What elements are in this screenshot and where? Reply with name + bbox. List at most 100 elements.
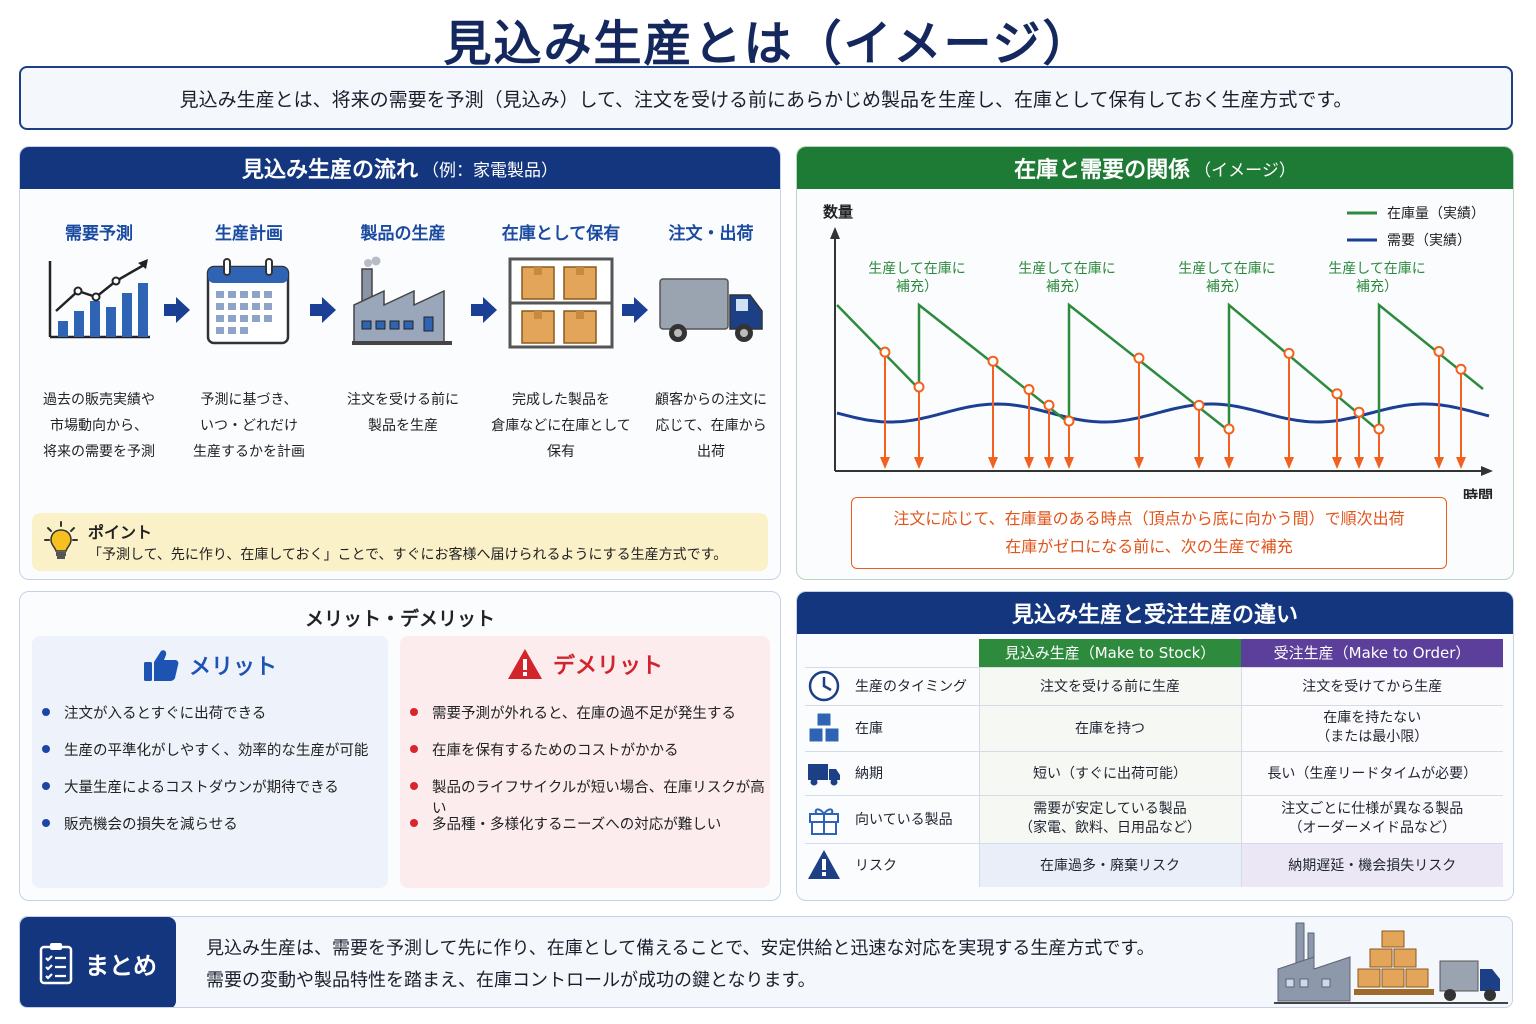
shipment-arrow-head (1044, 457, 1054, 469)
demerit-list: 需要予測が外れると、在庫の過不足が発生する 在庫を保有するためのコストがかかる … (410, 702, 770, 850)
x-axis-arrow-icon (1481, 466, 1493, 476)
row-label: 向いている製品 (805, 795, 980, 844)
row-label: 納期 (805, 751, 980, 796)
production-flow-panel: 見込み生産の流れ（例：家電製品） 需要予測 過去の販売実績や (19, 146, 781, 580)
cell-mto: 納期遅延・機会損失リスク (1241, 843, 1503, 887)
shipment-arrow-head (880, 457, 890, 469)
row-label-text: 納期 (855, 766, 883, 782)
table-header-mts: 見込み生産（Make to Stock） (979, 639, 1241, 668)
stock-heading-sub: （イメージ） (1194, 160, 1296, 181)
replenish-annotation: 生産して在庫に (868, 260, 966, 277)
shipment-arrow-head (1456, 457, 1466, 469)
row-label: 在庫 (805, 705, 980, 752)
step-desc: 顧客からの注文に 応じて、在庫から 出荷 (636, 387, 780, 465)
shipment-arrow-head (1434, 457, 1444, 469)
merit-item-text: 大量生産によるコストダウンが期待できる (64, 780, 339, 796)
table-row: 向いている製品 需要が安定している製品 （家電、飲料、日用品など） 注文ごとに仕… (805, 795, 1503, 844)
replenish-annotation: 生産して在庫に (1178, 260, 1276, 277)
shipment-arrow-head (1224, 457, 1234, 469)
step-desc-line: 応じて、在庫から (655, 418, 767, 434)
merit-item: 生産の平準化がしやすく、効率的な生産が可能 (42, 739, 368, 776)
warning-icon (507, 649, 542, 679)
warehouse-shelf-icon (506, 255, 616, 351)
demerit-header: デメリット (400, 648, 770, 680)
replenish-annotation: 生産して在庫に (1018, 260, 1116, 277)
shipment-point (1331, 388, 1343, 400)
row-label-text: 向いている製品 (855, 812, 953, 828)
flow-arrow-icon (471, 297, 497, 323)
intro-box: 見込み生産とは、将来の需要を予測（見込み）して、注文を受ける前にあらかじめ製品を… (19, 66, 1513, 130)
warning-icon (808, 850, 840, 880)
flow-panel-header: 見込み生産の流れ（例：家電製品） (20, 147, 780, 189)
cell-mts: 短い（すぐに出荷可能） (979, 751, 1242, 796)
demand-line (836, 402, 1490, 424)
row-label: リスク (805, 843, 980, 887)
cell-mts: 在庫を持つ (979, 705, 1242, 752)
step-desc: 注文を受ける前に 製品を生産 (328, 387, 478, 439)
summary-line: 見込み生産は、需要を予測して先に作り、在庫として備えることで、安定供給と迅速な対… (206, 938, 1155, 959)
shipment-arrow-head (1064, 457, 1074, 469)
step-desc-line: 保有 (547, 444, 575, 460)
table-header-row: 見込み生産（Make to Stock） 受注生産（Make to Order） (805, 639, 1503, 668)
step-desc-line: 製品を生産 (368, 418, 438, 434)
flow-arrow-icon (310, 297, 336, 323)
flow-step-shipping: 注文・出荷 顧客からの注文に 応じて、在庫から 出荷 (636, 219, 780, 465)
flow-step-forecast: 需要予測 過去の販売実績や 市場動向から、 将来の需要を予測 (24, 219, 174, 465)
summary-bar: まとめ 見込み生産は、需要を予測して先に作り、在庫として備えることで、安定供給と… (19, 916, 1513, 1008)
step-desc-line: 予測に基づき、 (200, 392, 298, 408)
step-title: 需要予測 (65, 224, 133, 244)
summary-text: 見込み生産は、需要を予測して先に作り、在庫として備えることで、安定供給と迅速な対… (206, 933, 1155, 997)
inventory-line (836, 302, 1484, 434)
flow-step-production: 製品の生産 注文を受ける前に 製品を生産 (328, 219, 478, 439)
stock-panel-header: 在庫と需要の関係（イメージ） (797, 147, 1513, 189)
legend-inventory-label: 在庫量（実績） (1387, 205, 1485, 222)
replenish-annotation: 生産して在庫に (1328, 260, 1426, 277)
flow-step-planning: 生産計画 予測に基づき、 いつ・どれだけ 生産するかを計画 (174, 219, 324, 465)
demerit-item: 需要予測が外れると、在庫の過不足が発生する (410, 702, 770, 739)
table-row: 生産のタイミング 注文を受ける前に生産 注文を受けてから生産 (805, 667, 1503, 706)
point-text: 「予測して、先に作り、在庫しておく」ことで、すぐにお客様へ届けられるようにする生… (88, 547, 728, 563)
delivery-truck-icon (808, 764, 840, 786)
step-desc-line: 過去の販売実績や (43, 392, 155, 408)
shipment-arrow-head (914, 457, 924, 469)
shipment-arrow-head (1354, 457, 1364, 469)
shipment-arrow-head (988, 457, 998, 469)
note-line: 注文に応じて、在庫量のある時点（頂点から底に向かう間）で順次出荷 (893, 509, 1405, 528)
merits-panel: メリット・デメリット メリット 注文が入るとすぐに出荷できる 生産の平準化がしや… (19, 591, 781, 901)
summary-tag-label: まとめ (85, 951, 157, 980)
cell-mto: 注文を受けてから生産 (1241, 667, 1503, 706)
merit-item: 大量生産によるコストダウンが期待できる (42, 776, 368, 813)
shipment-point (1433, 345, 1445, 357)
shipment-point (1043, 399, 1055, 411)
step-desc-line: 生産するかを計画 (193, 444, 305, 460)
boxes-icon (808, 712, 840, 743)
merit-item-text: 販売機会の損失を減らせる (64, 817, 238, 833)
shipment-arrow-head (1024, 457, 1034, 469)
demerit-box: デメリット 需要予測が外れると、在庫の過不足が発生する 在庫を保有するためのコス… (400, 636, 770, 888)
factory-icon (348, 255, 458, 351)
replenish-annotation: 補充） (1206, 279, 1248, 295)
table-row: 納期 短い（すぐに出荷可能） 長い（生産リードタイムが必要） (805, 751, 1503, 796)
clock-icon (808, 670, 840, 702)
flow-arrow-icon (164, 297, 190, 323)
replenish-annotation: 補充） (896, 279, 938, 295)
step-desc-line: 顧客からの注文に (655, 392, 767, 408)
demerit-item-text: 在庫を保有するためのコストがかかる (432, 743, 679, 759)
shipment-point (1223, 423, 1235, 435)
comparison-heading: 見込み生産と受注生産の違い (1011, 603, 1298, 628)
merit-box: メリット 注文が入るとすぐに出荷できる 生産の平準化がしやすく、効率的な生産が可… (32, 636, 388, 888)
cell-mto: 在庫を持たない （または最小限） (1241, 705, 1503, 752)
shipment-arrow-head (1374, 457, 1384, 469)
thumbs-up-icon (143, 650, 179, 681)
shipment-point (879, 346, 891, 358)
shipment-arrow-head (1332, 457, 1342, 469)
cell-mto: 注文ごとに仕様が異なる製品 （オーダーメイド品など） (1241, 795, 1503, 844)
gift-icon (809, 808, 839, 835)
chart-legend: 在庫量（実績） 需要（実績） (1347, 205, 1485, 249)
trend-chart-icon (44, 255, 154, 351)
point-title: ポイント (88, 523, 153, 542)
shipment-point (1353, 406, 1365, 418)
shipment-arrow-head (1194, 457, 1204, 469)
stock-demand-panel: 在庫と需要の関係（イメージ） 数量 時間 在庫量（実績） 需要（実績） 生産して… (796, 146, 1514, 580)
shipment-point (1455, 363, 1467, 375)
